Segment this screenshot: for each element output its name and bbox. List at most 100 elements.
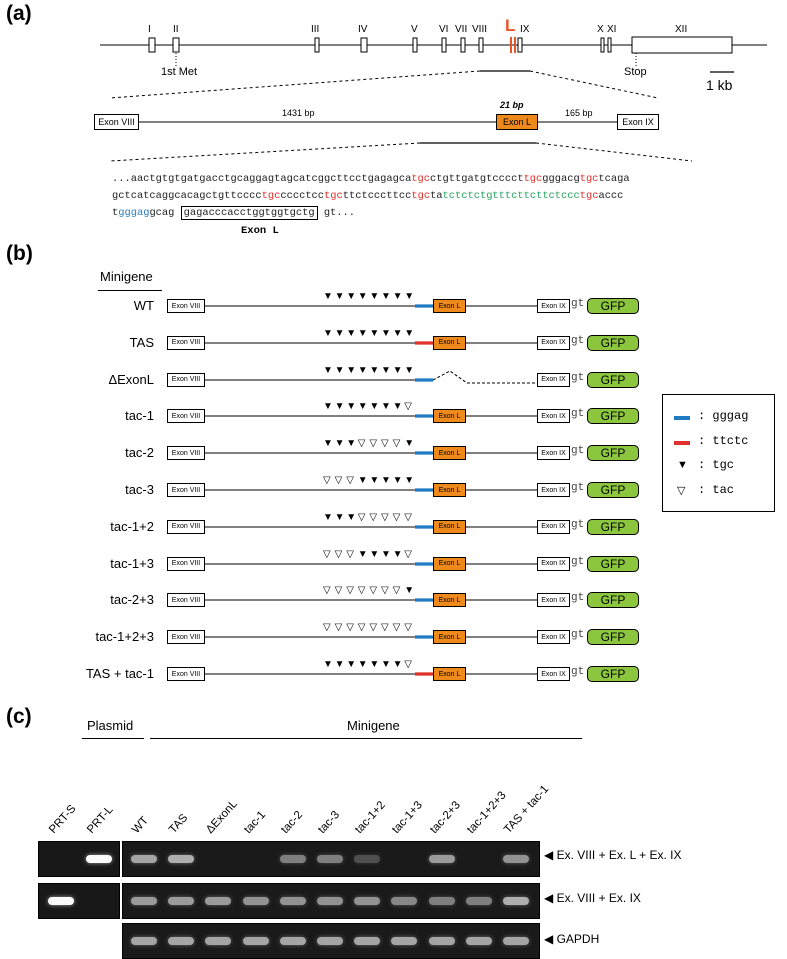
tac-open-triangle-icon: ▽ xyxy=(334,548,343,560)
gel-band xyxy=(317,897,343,905)
line2-segment: cccctcc xyxy=(280,190,325,202)
minigene-track xyxy=(205,488,537,492)
tgc-filled-triangle-icon: ▼ xyxy=(369,475,380,486)
tgc-filled-triangle-icon: ▼ xyxy=(381,548,391,560)
gel-band xyxy=(48,897,74,905)
plasmid-lane-label: PRT-L xyxy=(85,803,116,836)
tac-open-triangle-icon: ▽ xyxy=(334,475,343,486)
gfp-reporter: GFP xyxy=(587,445,639,462)
exon-skip-line xyxy=(432,370,537,384)
first-met-label: 1st Met xyxy=(161,66,198,78)
line1-segment: gggacg xyxy=(542,173,580,185)
seq3-exon-l-box: gagacccacctggtggtgctg xyxy=(180,206,318,220)
tgc-filled-triangle-icon: ▼ xyxy=(334,438,345,450)
gel-band xyxy=(168,937,195,945)
gel-band xyxy=(131,937,157,945)
tac-open-triangle-icon: ▽ xyxy=(346,585,354,597)
gel-band xyxy=(279,937,306,945)
line1-segment: ctgttgatgtcccct xyxy=(430,173,524,185)
minigene-track xyxy=(205,672,537,676)
gel-band xyxy=(354,937,381,945)
line1-segment: tcaga xyxy=(598,173,630,185)
minigene-lane-label: TAS xyxy=(167,811,191,836)
tac-open-triangle-icon: ▽ xyxy=(392,438,401,450)
minigene-header-underline xyxy=(98,290,162,291)
gel-band xyxy=(86,855,112,863)
line2-segment: accc xyxy=(598,190,624,202)
tgc-filled-triangle-icon: ▼ xyxy=(392,659,403,670)
tac-open-triangle-icon: ▽ xyxy=(404,622,412,634)
tgc-filled-triangle-icon: ▼ xyxy=(357,364,368,376)
tgc-filled-triangle-icon: ▼ xyxy=(334,401,345,413)
exon-label-vii: VII xyxy=(455,24,468,35)
sequence-line-1: ...aactgtgtgatgacctgcaggagtagcatcggcttcc… xyxy=(112,173,630,185)
zoom-bp-exon: 21 bp xyxy=(500,100,524,110)
gt-splice-site: gt xyxy=(571,518,585,531)
stop-label: Stop xyxy=(624,66,647,78)
exon-ix-box: Exon IX xyxy=(537,483,570,497)
legend-box: : gggag : ttctc ▼ : tgc ▽ : tac xyxy=(662,394,775,512)
tgc-filled-triangle-icon: ▼ xyxy=(323,401,333,413)
tac-open-triangle-icon: ▽ xyxy=(323,548,331,560)
tgc-filled-triangle-icon: ▼ xyxy=(392,327,403,339)
tgc-filled-triangle-icon: ▼ xyxy=(404,438,415,450)
zoom-exon-l: Exon L xyxy=(496,114,538,130)
exon-vi xyxy=(441,37,447,53)
exon-label-viii: VIII xyxy=(472,24,488,35)
minigene-label: tac-1+2 xyxy=(110,518,154,534)
seq3-mid: gcag xyxy=(149,207,181,219)
gel-band xyxy=(465,897,492,905)
line2-segment: tgc xyxy=(261,190,281,202)
exon-viii-box: Exon VIII xyxy=(167,335,205,350)
tgc-filled-triangle-icon: ▼ xyxy=(334,364,345,376)
exon-label-xi: XI xyxy=(607,24,617,35)
line1-segment: ...aactgtgtgatgacctgcaggagtagcatcggcttcc… xyxy=(112,173,412,185)
exon-ix-box: Exon IX xyxy=(537,519,570,534)
minigene-label: ΔExonL xyxy=(108,371,154,387)
tgc-filled-triangle-icon: ▼ xyxy=(346,511,357,523)
exon-viii-box: Exon VIII xyxy=(167,593,205,608)
exon-l-box: Exon L xyxy=(433,519,466,534)
tgc-filled-triangle-icon: ▼ xyxy=(381,475,391,486)
minigene-lane-label: tac-1 xyxy=(241,808,268,836)
minigene-lane-label: tac-2+3 xyxy=(427,799,463,836)
exon-ix-box: Exon IX xyxy=(537,667,570,681)
minigene-track xyxy=(205,451,537,455)
gfp-reporter: GFP xyxy=(587,629,639,646)
gt-splice-site: gt xyxy=(571,666,585,678)
gel-band xyxy=(205,937,232,945)
tgc-filled-triangle-icon: ▼ xyxy=(357,475,368,486)
tac-open-triangle-icon: ▽ xyxy=(357,438,366,450)
minigene-track xyxy=(205,598,537,602)
plasmid-underline xyxy=(82,738,144,739)
seq3-gggag: gggag xyxy=(118,207,150,219)
panel-label-a: (a) xyxy=(6,2,32,25)
tac-open-triangle-icon: ▽ xyxy=(369,585,378,597)
tgc-filled-triangle-icon: ▼ xyxy=(404,327,415,339)
tac-open-triangle-icon: ▽ xyxy=(357,622,366,634)
exon-l-box: Exon L xyxy=(433,556,466,571)
exon-label-v: V xyxy=(411,24,418,35)
minigene-gel-header: Minigene xyxy=(347,718,400,733)
legend-red-line xyxy=(674,441,690,445)
zoom-exon-viii: Exon VIII xyxy=(94,114,139,130)
tgc-filled-triangle-icon: ▼ xyxy=(346,401,357,413)
exon-l-box: Exon L xyxy=(433,667,466,681)
minigene-track xyxy=(205,525,537,529)
tgc-filled-triangle-icon: ▼ xyxy=(404,475,415,486)
gel-band xyxy=(503,897,529,905)
gt-splice-site: gt xyxy=(571,482,585,494)
exon-label-i: I xyxy=(148,24,151,35)
tgc-filled-triangle-icon: ▼ xyxy=(357,401,368,413)
tac-open-triangle-icon: ▽ xyxy=(357,511,366,523)
legend-tac: : tac xyxy=(698,483,735,497)
exon-label-vi: VI xyxy=(439,24,449,35)
gel-row-label-2: ◀ Ex. VIII + Ex. IX xyxy=(544,891,641,905)
exon-ix-box: Exon IX xyxy=(537,446,570,461)
exon-viii-box: Exon VIII xyxy=(167,519,205,534)
exon-label-iv: IV xyxy=(358,24,368,35)
minigene-lane-label: TAS + tac-1 xyxy=(502,783,552,836)
minigene-lane-label: tac-3 xyxy=(316,808,343,836)
exon-l-mark-2 xyxy=(514,37,516,53)
gel-band xyxy=(354,855,381,863)
